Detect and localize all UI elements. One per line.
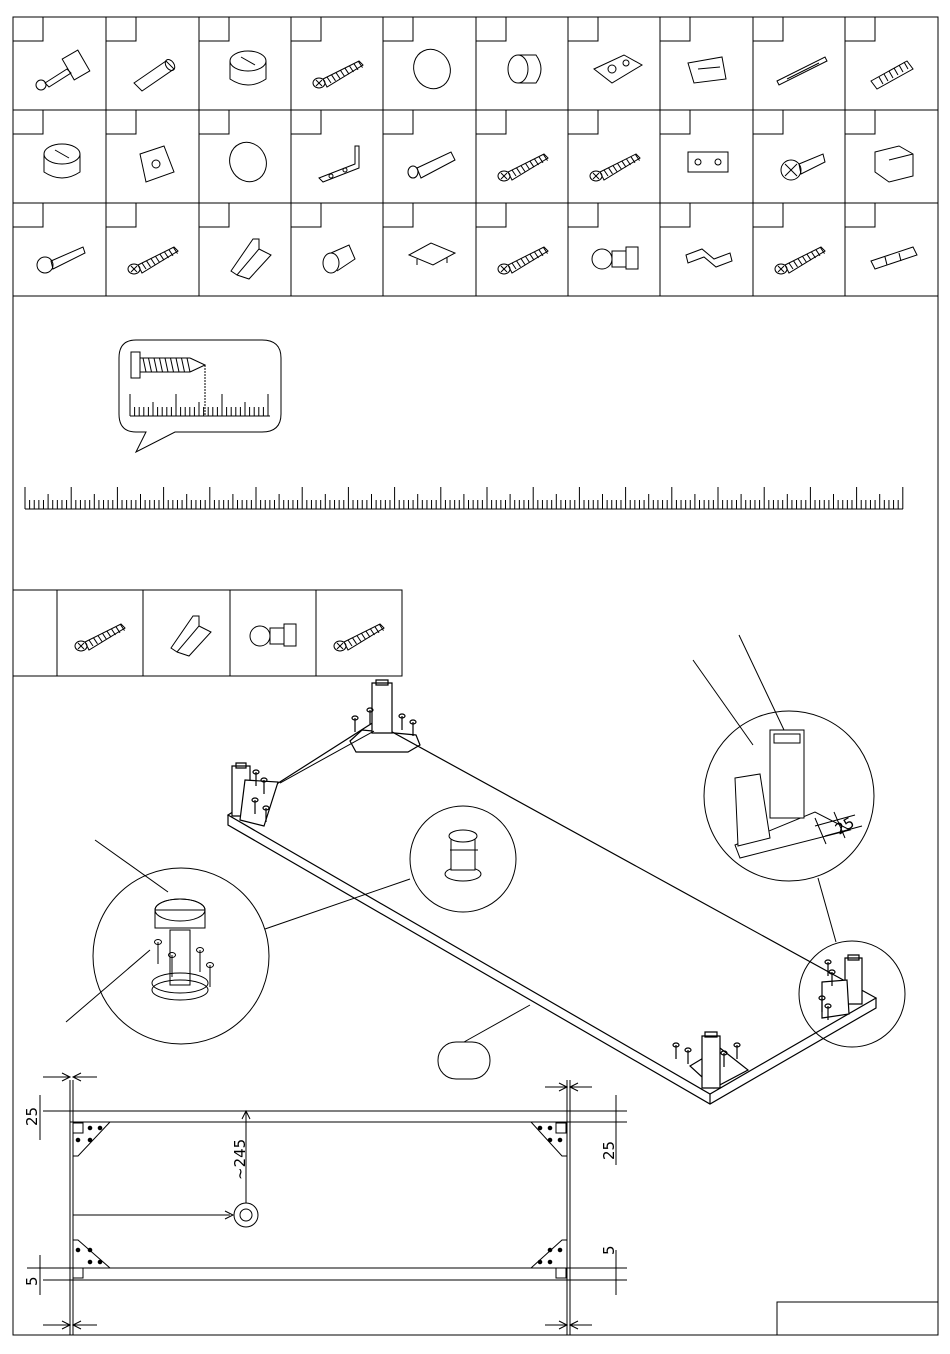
corner-plate-icon	[120, 132, 190, 196]
bolt-dowel-icon	[859, 39, 929, 103]
hinge-icon	[674, 39, 744, 103]
shim-icon	[859, 225, 929, 289]
bent-bracket-icon	[674, 225, 744, 289]
dim-bottom-left: 5	[23, 1276, 41, 1286]
screw-icon	[120, 225, 190, 289]
angle-bracket-icon	[305, 132, 375, 196]
shelf-pin-icon	[305, 225, 375, 289]
dim-center: ~245	[231, 1139, 249, 1180]
dim-callout: 25	[832, 813, 858, 838]
round-cap-icon	[397, 39, 467, 103]
confirmat-screw-icon	[27, 225, 97, 289]
sleeve-icon	[490, 39, 560, 103]
connector-plate-icon	[674, 132, 744, 196]
round-cap-icon	[213, 132, 283, 196]
screw-icon	[67, 602, 137, 666]
triangle-bracket-icon	[153, 602, 223, 666]
wall-plug-icon	[397, 132, 467, 196]
wide-screw-icon	[767, 132, 837, 196]
adjustable-foot-icon	[582, 225, 652, 289]
screw-icon	[305, 39, 375, 103]
cam-lock-icon	[27, 132, 97, 196]
cam-lock-icon	[213, 39, 283, 103]
rail-icon	[767, 39, 837, 103]
dim-top-left: 25	[23, 1107, 41, 1126]
dim-bottom-right: 5	[600, 1245, 618, 1255]
adjustable-foot-icon	[240, 602, 310, 666]
screw-icon	[490, 225, 560, 289]
clip-plate-icon	[397, 225, 467, 289]
wooden-dowel-icon	[120, 39, 190, 103]
long-screw-icon	[582, 132, 652, 196]
dim-top-right: 25	[600, 1141, 618, 1160]
corner-block-icon	[859, 132, 929, 196]
flat-screw-icon	[767, 225, 837, 289]
cam-bolt-icon	[27, 39, 97, 103]
hinge-plate-icon	[582, 39, 652, 103]
triangle-bracket-icon	[213, 225, 283, 289]
flat-screw-icon	[326, 602, 396, 666]
flat-screw-icon	[490, 132, 560, 196]
